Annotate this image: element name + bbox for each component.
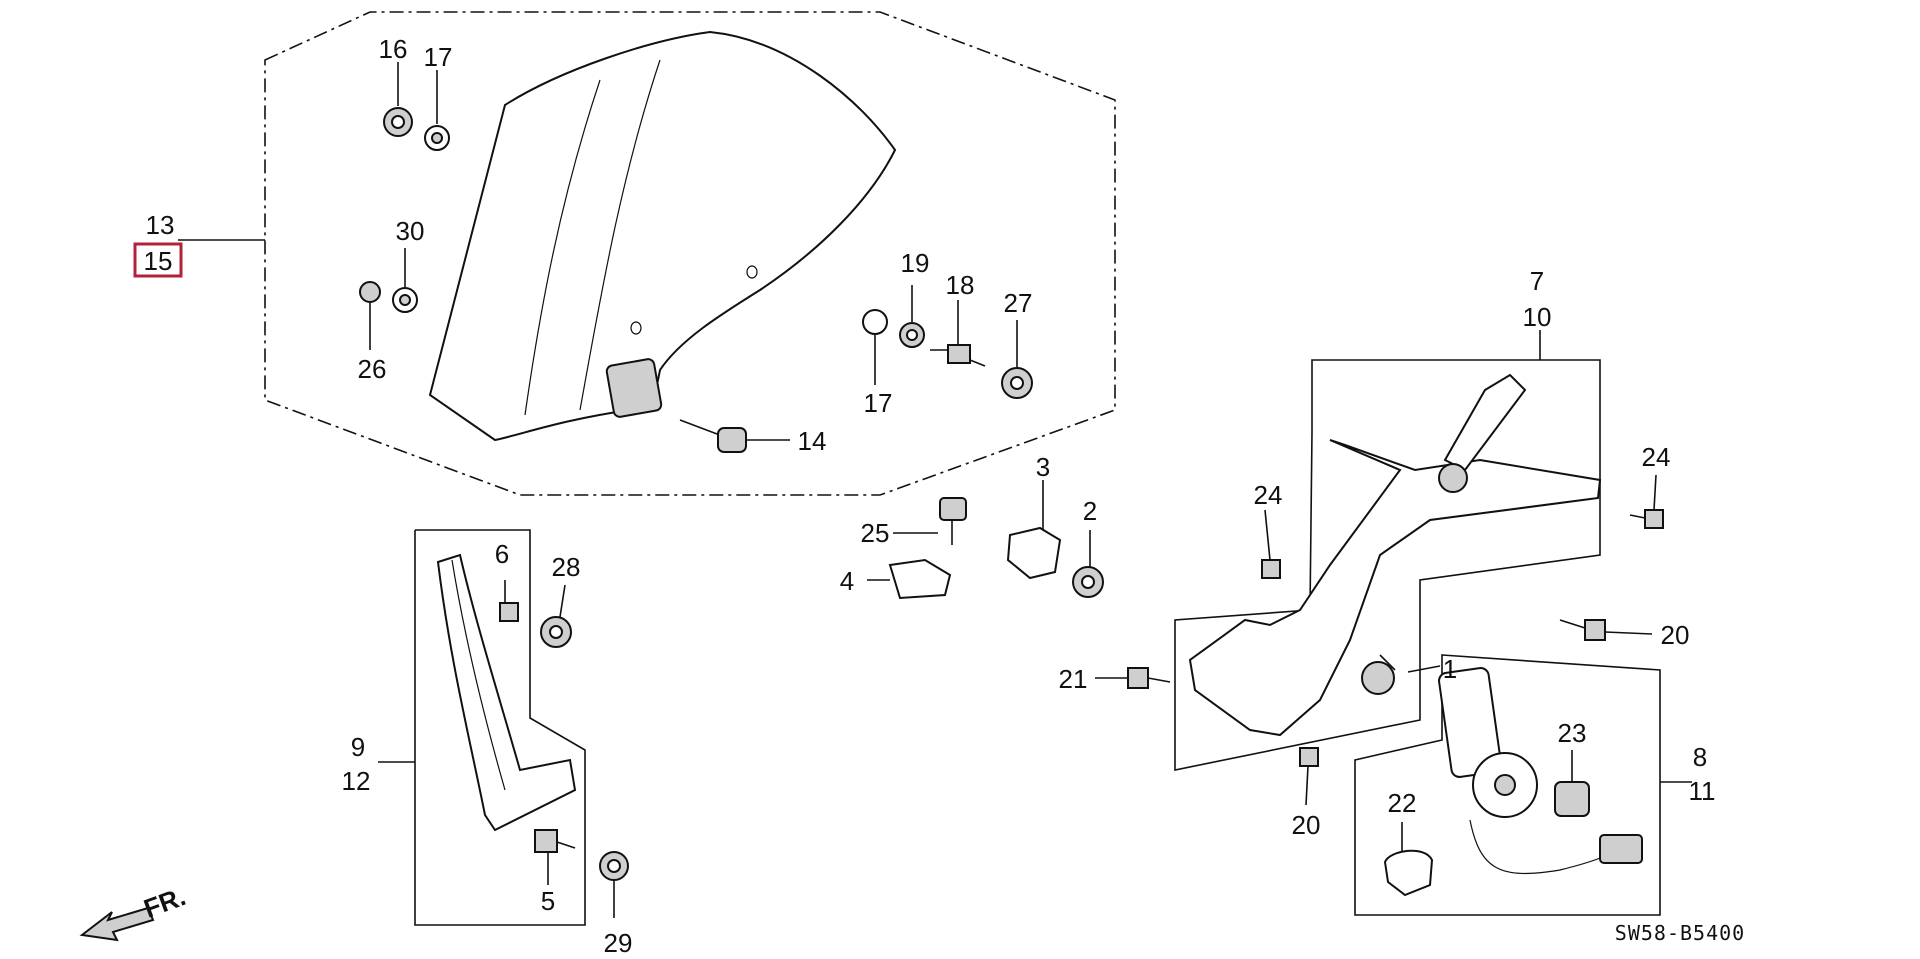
callout-13[interactable]: 13 xyxy=(146,210,175,240)
glass-edge-line xyxy=(524,79,601,416)
callout-18[interactable]: 18 xyxy=(946,270,975,300)
callout-7[interactable]: 7 xyxy=(1530,266,1544,296)
callout-15[interactable]: 15 xyxy=(144,246,173,276)
callout-20b[interactable]: 20 xyxy=(1292,810,1321,840)
callout-27[interactable]: 27 xyxy=(1004,288,1033,318)
callout-5[interactable]: 5 xyxy=(541,886,555,916)
nut-26 xyxy=(359,281,381,303)
run-channel xyxy=(436,553,577,832)
bolt-18 xyxy=(947,344,971,364)
callout-9[interactable]: 9 xyxy=(351,732,365,762)
regulator-arm xyxy=(1443,373,1527,472)
bolt-21 xyxy=(1127,667,1149,689)
callout-11[interactable]: 11 xyxy=(1689,776,1716,806)
holder-4 xyxy=(888,558,952,600)
motor-connector xyxy=(1599,834,1643,864)
bolt-5 xyxy=(534,829,558,853)
callout-16[interactable]: 16 xyxy=(379,34,408,64)
motor-group-outline xyxy=(1354,654,1661,916)
callout-21[interactable]: 21 xyxy=(1059,664,1088,694)
glass-hole xyxy=(630,321,642,335)
glass-holder xyxy=(605,358,663,418)
callout-3[interactable]: 3 xyxy=(1036,452,1050,482)
callout-17b[interactable]: 17 xyxy=(864,388,893,418)
clip-25 xyxy=(939,497,967,521)
callout-4[interactable]: 4 xyxy=(840,566,854,596)
holder-3 xyxy=(1006,526,1062,580)
glass-hole xyxy=(746,265,758,279)
highlight-box xyxy=(133,242,183,278)
front-arrow-icon xyxy=(79,906,155,942)
diagram-code: SW58-B5400 xyxy=(1615,921,1745,945)
bolt-24b xyxy=(1644,509,1664,529)
callout-20a[interactable]: 20 xyxy=(1661,620,1690,650)
callout-8[interactable]: 8 xyxy=(1693,742,1707,772)
callout-14[interactable]: 14 xyxy=(798,426,827,456)
callout-17[interactable]: 17 xyxy=(424,42,453,72)
callout-12[interactable]: 12 xyxy=(342,766,371,796)
callout-26[interactable]: 26 xyxy=(358,354,387,384)
motor-harness xyxy=(1469,819,1621,875)
callout-10[interactable]: 10 xyxy=(1523,302,1552,332)
callout-30[interactable]: 30 xyxy=(396,216,425,246)
bolt-6 xyxy=(499,602,519,622)
callout-1[interactable]: 1 xyxy=(1443,654,1457,684)
callout-2[interactable]: 2 xyxy=(1083,496,1097,526)
callout-22[interactable]: 22 xyxy=(1388,788,1417,818)
glass-edge-line xyxy=(579,59,661,411)
bolt-14 xyxy=(717,427,747,453)
door-glass xyxy=(428,30,897,442)
callout-19[interactable]: 19 xyxy=(901,248,930,278)
callout-24a[interactable]: 24 xyxy=(1254,480,1283,510)
clip-22 xyxy=(1383,849,1434,897)
callout-25[interactable]: 25 xyxy=(861,518,890,548)
callout-28[interactable]: 28 xyxy=(552,552,581,582)
regulator-pivot xyxy=(1361,661,1395,695)
bolt-20a xyxy=(1584,619,1606,641)
glass-group-outline xyxy=(264,11,1116,496)
bolt-24a xyxy=(1261,559,1281,579)
regulator-group-outline xyxy=(1174,359,1601,771)
washer-17b xyxy=(862,309,888,335)
bolt-20b xyxy=(1299,747,1319,767)
front-direction-label: FR. xyxy=(140,881,190,924)
grommet-23 xyxy=(1554,781,1590,817)
callout-23[interactable]: 23 xyxy=(1558,718,1587,748)
callout-29[interactable]: 29 xyxy=(604,928,633,958)
callout-6[interactable]: 6 xyxy=(495,539,509,569)
callout-24b[interactable]: 24 xyxy=(1642,442,1671,472)
window-regulator xyxy=(1188,439,1602,737)
channel-group-outline xyxy=(414,529,586,926)
